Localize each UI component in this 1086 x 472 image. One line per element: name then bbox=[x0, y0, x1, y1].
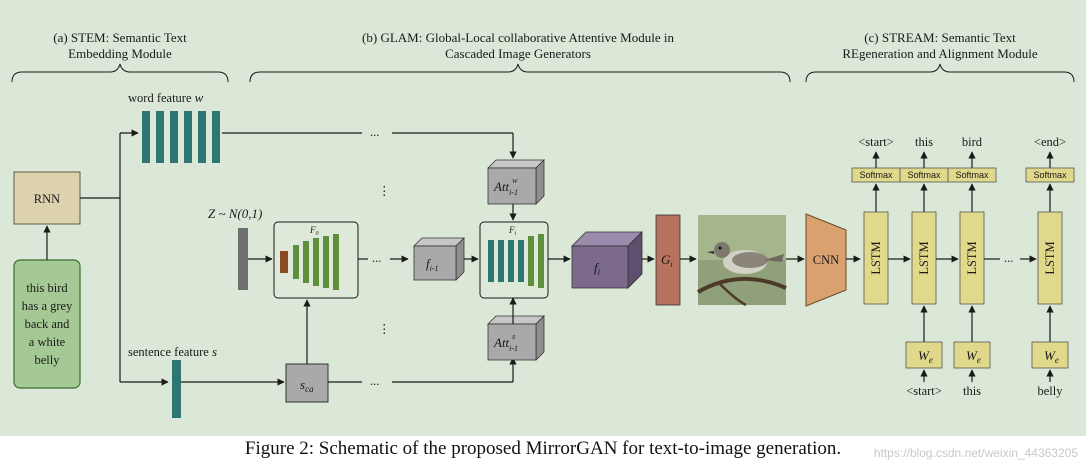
word-feature-ellipsis: ... bbox=[370, 125, 379, 139]
input-word-1: <start> bbox=[906, 384, 942, 398]
output-word-2: this bbox=[915, 135, 933, 149]
input-text-line2: has a grey bbox=[22, 299, 73, 313]
glam-brace bbox=[249, 63, 791, 83]
stem-brace bbox=[11, 63, 229, 83]
sentence-feature-bar bbox=[172, 360, 181, 418]
lstm-label-3: LSTM bbox=[965, 241, 979, 274]
lstm-column-4: <end> Softmax LSTM We belly bbox=[1025, 135, 1075, 398]
sca-ellipsis: ... bbox=[370, 374, 379, 388]
vertical-dots-bottom: ⋮ bbox=[378, 322, 391, 336]
softmax-box-3 bbox=[947, 167, 997, 183]
att-word-box: Atti-1w bbox=[487, 159, 545, 205]
input-text-line4: a white bbox=[29, 335, 66, 349]
diagram-svg: (a) STEM: Semantic Text Embedding Module… bbox=[11, 30, 1075, 418]
lstm-column-3: bird Softmax LSTM We this bbox=[947, 135, 997, 398]
fi-label: fi bbox=[594, 260, 601, 277]
lstm-box-3 bbox=[959, 211, 985, 305]
rnn-label: RNN bbox=[34, 192, 60, 206]
output-word-1: <start> bbox=[858, 135, 894, 149]
att-sentence-label: Atti-1s bbox=[493, 332, 518, 353]
fi-box: fi bbox=[571, 231, 643, 289]
lstm-box-4 bbox=[1037, 211, 1063, 305]
lstm-label-1: LSTM bbox=[869, 241, 883, 274]
output-word-4: <end> bbox=[1034, 135, 1066, 149]
output-word-3: bird bbox=[962, 135, 983, 149]
sentence-feature-label: sentence feature s bbox=[128, 344, 217, 359]
gi-label: Gi bbox=[661, 252, 673, 269]
we-label-4: We bbox=[1044, 348, 1059, 365]
input-text-line3: back and bbox=[25, 317, 71, 331]
vertical-dots-top: ⋮ bbox=[378, 184, 391, 198]
lstm-label-2: LSTM bbox=[917, 241, 931, 274]
softmax-label-3: Softmax bbox=[955, 170, 989, 180]
word-feature-label: word feature w bbox=[128, 90, 204, 105]
cnn-block: CNN bbox=[805, 213, 847, 307]
fi1-box: fi-1 bbox=[413, 237, 465, 281]
watermark: https://blog.csdn.net/weixin_44363205 bbox=[873, 446, 1078, 460]
glam-header-line2: Cascaded Image Generators bbox=[445, 46, 591, 61]
att-sentence-box: Atti-1s bbox=[487, 315, 545, 361]
softmax-label-2: Softmax bbox=[907, 170, 941, 180]
sca-box: sca bbox=[285, 363, 329, 403]
we-box-4 bbox=[1031, 341, 1069, 369]
softmax-label-1: Softmax bbox=[859, 170, 893, 180]
word-feature-bars bbox=[142, 111, 220, 163]
stream-brace bbox=[805, 63, 1075, 83]
softmax-box-4 bbox=[1025, 167, 1075, 183]
we-box-3 bbox=[953, 341, 991, 369]
input-text-box: this bird has a grey back and a white be… bbox=[13, 259, 81, 389]
f0-label: F0 bbox=[309, 225, 319, 237]
gi-box: Gi bbox=[655, 214, 681, 306]
figure-caption: Figure 2: Schematic of the proposed Mirr… bbox=[244, 438, 842, 459]
noise-vector bbox=[238, 228, 248, 290]
fi1-label: fi-1 bbox=[426, 256, 439, 273]
stem-header-line1: (a) STEM: Semantic Text bbox=[53, 30, 187, 45]
input-text-line5: belly bbox=[35, 353, 61, 367]
lstm-column-1: <start> Softmax LSTM bbox=[851, 135, 901, 305]
noise-label: Z ~ N(0,1) bbox=[208, 206, 262, 221]
input-word-2: this bbox=[963, 384, 981, 398]
lstm-ellipsis: ... bbox=[1004, 251, 1013, 265]
rnn-box: RNN bbox=[13, 171, 81, 225]
lstm-column-2: this Softmax LSTM We <start> bbox=[899, 135, 949, 398]
att-word-label: Atti-1w bbox=[493, 176, 518, 197]
lstm-box-2 bbox=[911, 211, 937, 305]
lstm-label-4: LSTM bbox=[1043, 241, 1057, 274]
fi-block: Fi bbox=[479, 221, 549, 299]
we-label-3: We bbox=[966, 348, 981, 365]
we-box-2 bbox=[905, 341, 943, 369]
softmax-label-4: Softmax bbox=[1033, 170, 1067, 180]
glam-header-line1: (b) GLAM: Global-Local collaborative Att… bbox=[362, 30, 674, 45]
fi-block-label: Fi bbox=[508, 225, 517, 237]
f0-block: F0 bbox=[273, 221, 359, 299]
we-label-2: We bbox=[918, 348, 933, 365]
stream-header-line2: REgeneration and Alignment Module bbox=[842, 46, 1038, 61]
input-text-line1: this bird bbox=[26, 281, 68, 295]
lstm-box-1 bbox=[863, 211, 889, 305]
generated-bird-image bbox=[697, 215, 787, 307]
f0-ellipsis: ... bbox=[372, 251, 381, 265]
cnn-label: CNN bbox=[813, 253, 839, 267]
stream-header-line1: (c) STREAM: Semantic Text bbox=[864, 30, 1016, 45]
sca-label: sca bbox=[300, 377, 314, 394]
stem-header-line2: Embedding Module bbox=[68, 46, 172, 61]
input-word-3: belly bbox=[1038, 384, 1064, 398]
